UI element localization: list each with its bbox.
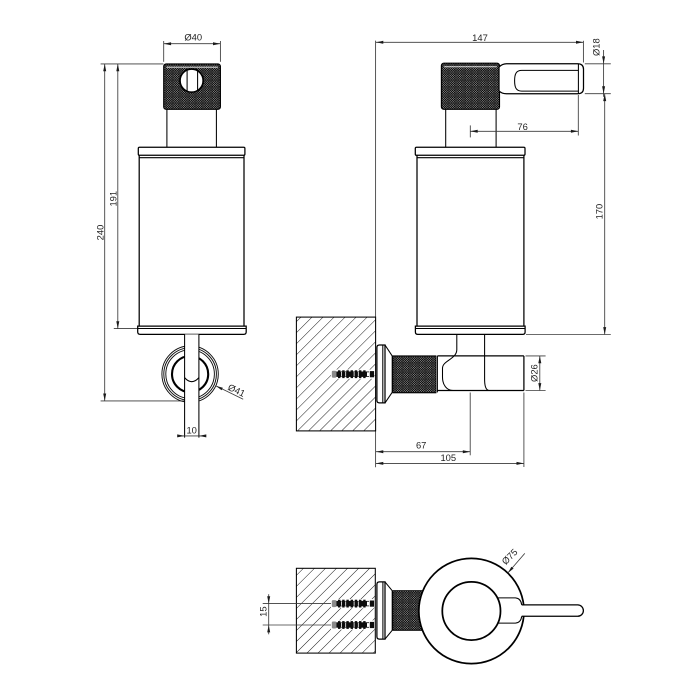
bottle-base-side	[414, 325, 526, 336]
arrowhead	[213, 42, 221, 46]
dimension-drop-height: 170	[526, 93, 611, 335]
dimension-knob-diameter: Ø40	[163, 31, 221, 46]
wall-section-plan	[295, 567, 376, 654]
holder-ring-plan	[417, 557, 525, 665]
dim-lever-reach-label: 76	[517, 121, 527, 132]
bottle-lid	[137, 146, 246, 156]
bottle-body-side	[414, 146, 526, 336]
dim-arm-width-label: 10	[186, 425, 196, 436]
side-view: 147 Ø18 76 170	[295, 32, 611, 468]
dim-total-height-label: 240	[95, 225, 106, 241]
holder-ring-side	[437, 335, 525, 392]
dim-overall-projection-label: 105	[440, 452, 456, 463]
mounting-screw-side	[330, 369, 375, 380]
dimension-body-height: 191	[108, 63, 120, 329]
dimension-lever-diameter: Ø18	[584, 38, 611, 97]
bottle-base	[137, 325, 247, 336]
pump-outlet-circle	[179, 68, 205, 94]
mount-post-side	[392, 355, 438, 394]
dimension-lever-reach: 76	[469, 95, 579, 138]
dimension-flange-diameter: Ø41	[215, 381, 247, 400]
dimension-arm-length: 67	[375, 392, 471, 456]
dimension-total-depth: 147	[375, 32, 584, 63]
pump-knob-side	[440, 62, 501, 110]
dim-arm-diameter-label: Ø26	[529, 364, 540, 382]
pump-neck-front	[166, 109, 217, 148]
dimension-arm-width: 10	[177, 425, 207, 438]
dim-body-height-label: 191	[108, 191, 119, 207]
mount-post-plan	[392, 590, 424, 631]
dimension-overall-projection: 105	[375, 392, 525, 467]
holder-arm-front	[184, 334, 200, 438]
dimension-screw-spacing: 15	[258, 594, 271, 635]
knurled-post	[392, 355, 437, 394]
pump-lever-side	[498, 63, 585, 95]
dim-drop-height-label: 170	[594, 204, 605, 220]
bottle-lid-side	[414, 146, 526, 156]
front-view: Ø40 240 191	[95, 31, 247, 438]
dim-body-diameter-label: Ø75	[499, 546, 519, 566]
dim-arm-length-label: 67	[416, 439, 426, 450]
dim-total-depth-label: 147	[472, 32, 488, 43]
dim-knob-diameter-label: Ø40	[184, 31, 202, 42]
wall-flange-plan	[376, 581, 393, 640]
ring-inner-circle	[441, 581, 502, 641]
mounting-screw-upper	[330, 598, 375, 609]
pump-neck-side	[445, 109, 497, 148]
dim-lever-diameter-label: Ø18	[591, 38, 602, 56]
dim-screw-spacing-label: 15	[258, 606, 269, 616]
mounting-screw-lower	[330, 619, 375, 631]
handle-plan	[521, 604, 585, 617]
plan-view: Ø75 15	[258, 546, 585, 665]
wall-flange-side	[376, 344, 393, 404]
bottle-body-front	[137, 146, 247, 336]
knurled-knob-side	[440, 62, 501, 110]
dimension-total-height: 240	[95, 63, 107, 401]
pump-knob-front	[163, 63, 221, 110]
arrowhead	[163, 42, 172, 46]
dimension-arm-diameter: Ø26	[525, 355, 546, 391]
